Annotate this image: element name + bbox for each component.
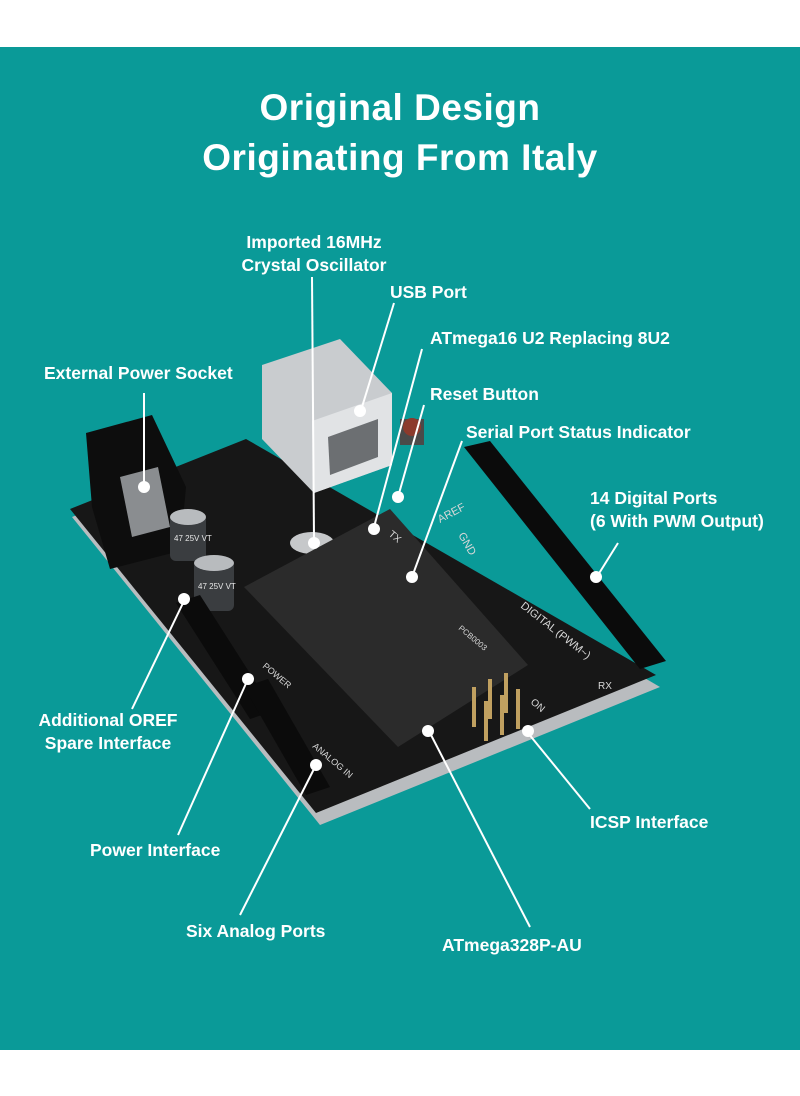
callout-line-power: [177, 678, 249, 836]
capacitor-2-label: 47 25V VT: [198, 582, 236, 591]
callout-dot-icsp: [522, 725, 534, 737]
callout-dot-atmega16u2: [368, 523, 380, 535]
silk-rx: RX: [598, 681, 612, 692]
crystal-label: Imported 16MHz Crystal Oscillator: [226, 231, 402, 277]
capacitor-2: [194, 559, 234, 611]
serial-indicator-label: Serial Port Status Indicator: [466, 422, 691, 442]
capacitor-1-label: 47 25V VT: [174, 534, 212, 543]
atmega328-chip: [244, 509, 528, 747]
callout-dot-oref: [178, 593, 190, 605]
board-diagram: AREF GND DIGITAL (PWM~) TX RX ON POWER A…: [70, 276, 666, 928]
digital-ports-line-2: (6 With PWM Output): [590, 511, 764, 531]
callout-line-oref: [131, 600, 185, 710]
external-power-label: External Power Socket: [44, 363, 233, 383]
callout-dot-atmega328: [422, 725, 434, 737]
callout-line-atmega16u2: [373, 348, 423, 528]
atmega16u2-label: ATmega16 U2 Replacing 8U2: [430, 328, 670, 348]
callout-line-serial: [411, 440, 463, 578]
digital-ports-label: 14 Digital Ports (6 With PWM Output): [590, 487, 764, 533]
digital-ports-line-1: 14 Digital Ports: [590, 488, 718, 508]
usb-port-opening: [328, 419, 378, 475]
callout-dot-usb: [354, 405, 366, 417]
icsp-label: ICSP Interface: [590, 812, 709, 832]
power-jack-bracket: [120, 467, 170, 537]
analog-header: [244, 679, 330, 795]
icsp-pins: [472, 673, 520, 741]
callout-lines: [131, 276, 619, 928]
callout-dot-reset: [392, 491, 404, 503]
callout-dot-digital: [590, 571, 602, 583]
callout-line-analog: [239, 764, 317, 916]
callout-dot-analog: [310, 759, 322, 771]
analog-ports-label: Six Analog Ports: [186, 921, 326, 941]
oref-label: Additional OREF Spare Interface: [20, 709, 196, 755]
power-interface-label: Power Interface: [90, 840, 221, 860]
callout-line-digital: [597, 542, 619, 576]
callout-line-usb: [361, 302, 395, 408]
callout-line-atmega328: [429, 732, 531, 928]
callout-dot-crystal: [308, 537, 320, 549]
crystal-label-line-2: Crystal Oscillator: [241, 255, 387, 275]
capacitor-1: [170, 513, 206, 561]
title-line-2: Originating From Italy: [202, 137, 598, 178]
callout-dot-power: [242, 673, 254, 685]
poster: AREF GND DIGITAL (PWM~) TX RX ON POWER A…: [0, 47, 800, 1050]
title-line-1: Original Design: [259, 87, 541, 128]
atmega328-label: ATmega328P-AU: [442, 935, 582, 955]
digital-header: [464, 441, 666, 669]
usb-port-label: USB Port: [390, 282, 467, 302]
reset-button-label: Reset Button: [430, 384, 539, 404]
callout-line-reset: [397, 404, 425, 498]
callout-dot-external-power: [138, 481, 150, 493]
crystal-label-line-1: Imported 16MHz: [246, 232, 382, 252]
silk-gnd: GND: [455, 531, 478, 558]
callout-dot-serial: [406, 571, 418, 583]
callout-line-crystal: [311, 276, 315, 540]
oref-label-line-2: Spare Interface: [44, 733, 172, 753]
oref-label-line-1: Additional OREF: [38, 710, 178, 730]
silk-aref: AREF: [436, 501, 468, 526]
callout-line-icsp: [527, 732, 591, 810]
callout-dots: [138, 405, 602, 771]
